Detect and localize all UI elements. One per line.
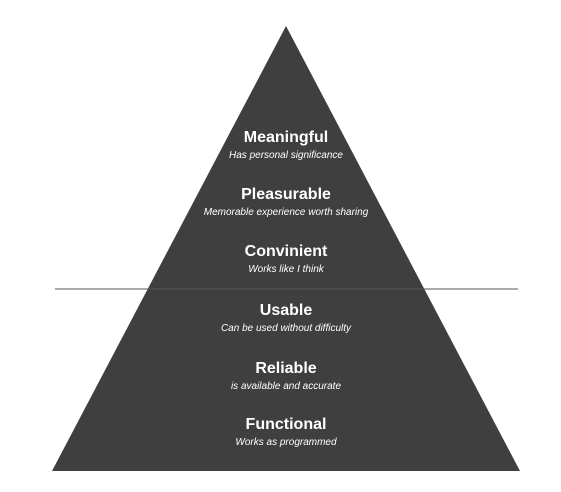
level-description: Can be used without difficulty xyxy=(220,323,352,334)
level-description: Has personal significance xyxy=(229,150,343,161)
pyramid-shape xyxy=(52,26,520,471)
level-usable: Usable Can be used without difficulty xyxy=(130,301,442,335)
level-title: Pleasurable xyxy=(241,186,331,203)
level-description: Works as programmed xyxy=(235,437,337,448)
level-description: Memorable experience worth sharing xyxy=(203,207,369,218)
level-title: Reliable xyxy=(255,360,317,377)
level-description: Works like I think xyxy=(248,264,324,275)
level-title: Convinient xyxy=(244,243,328,260)
level-functional: Functional Works as programmed xyxy=(130,415,442,449)
level-title: Meaningful xyxy=(243,129,329,146)
level-pleasurable: Pleasurable Memorable experience worth s… xyxy=(130,185,442,219)
level-title: Functional xyxy=(245,416,327,433)
level-meaningful: Meaningful Has personal significance xyxy=(130,128,442,162)
level-description: is available and accurate xyxy=(230,381,342,392)
level-convinient: Convinient Works like I think xyxy=(130,242,442,276)
level-reliable: Reliable is available and accurate xyxy=(130,359,442,393)
level-title: Usable xyxy=(259,302,313,319)
